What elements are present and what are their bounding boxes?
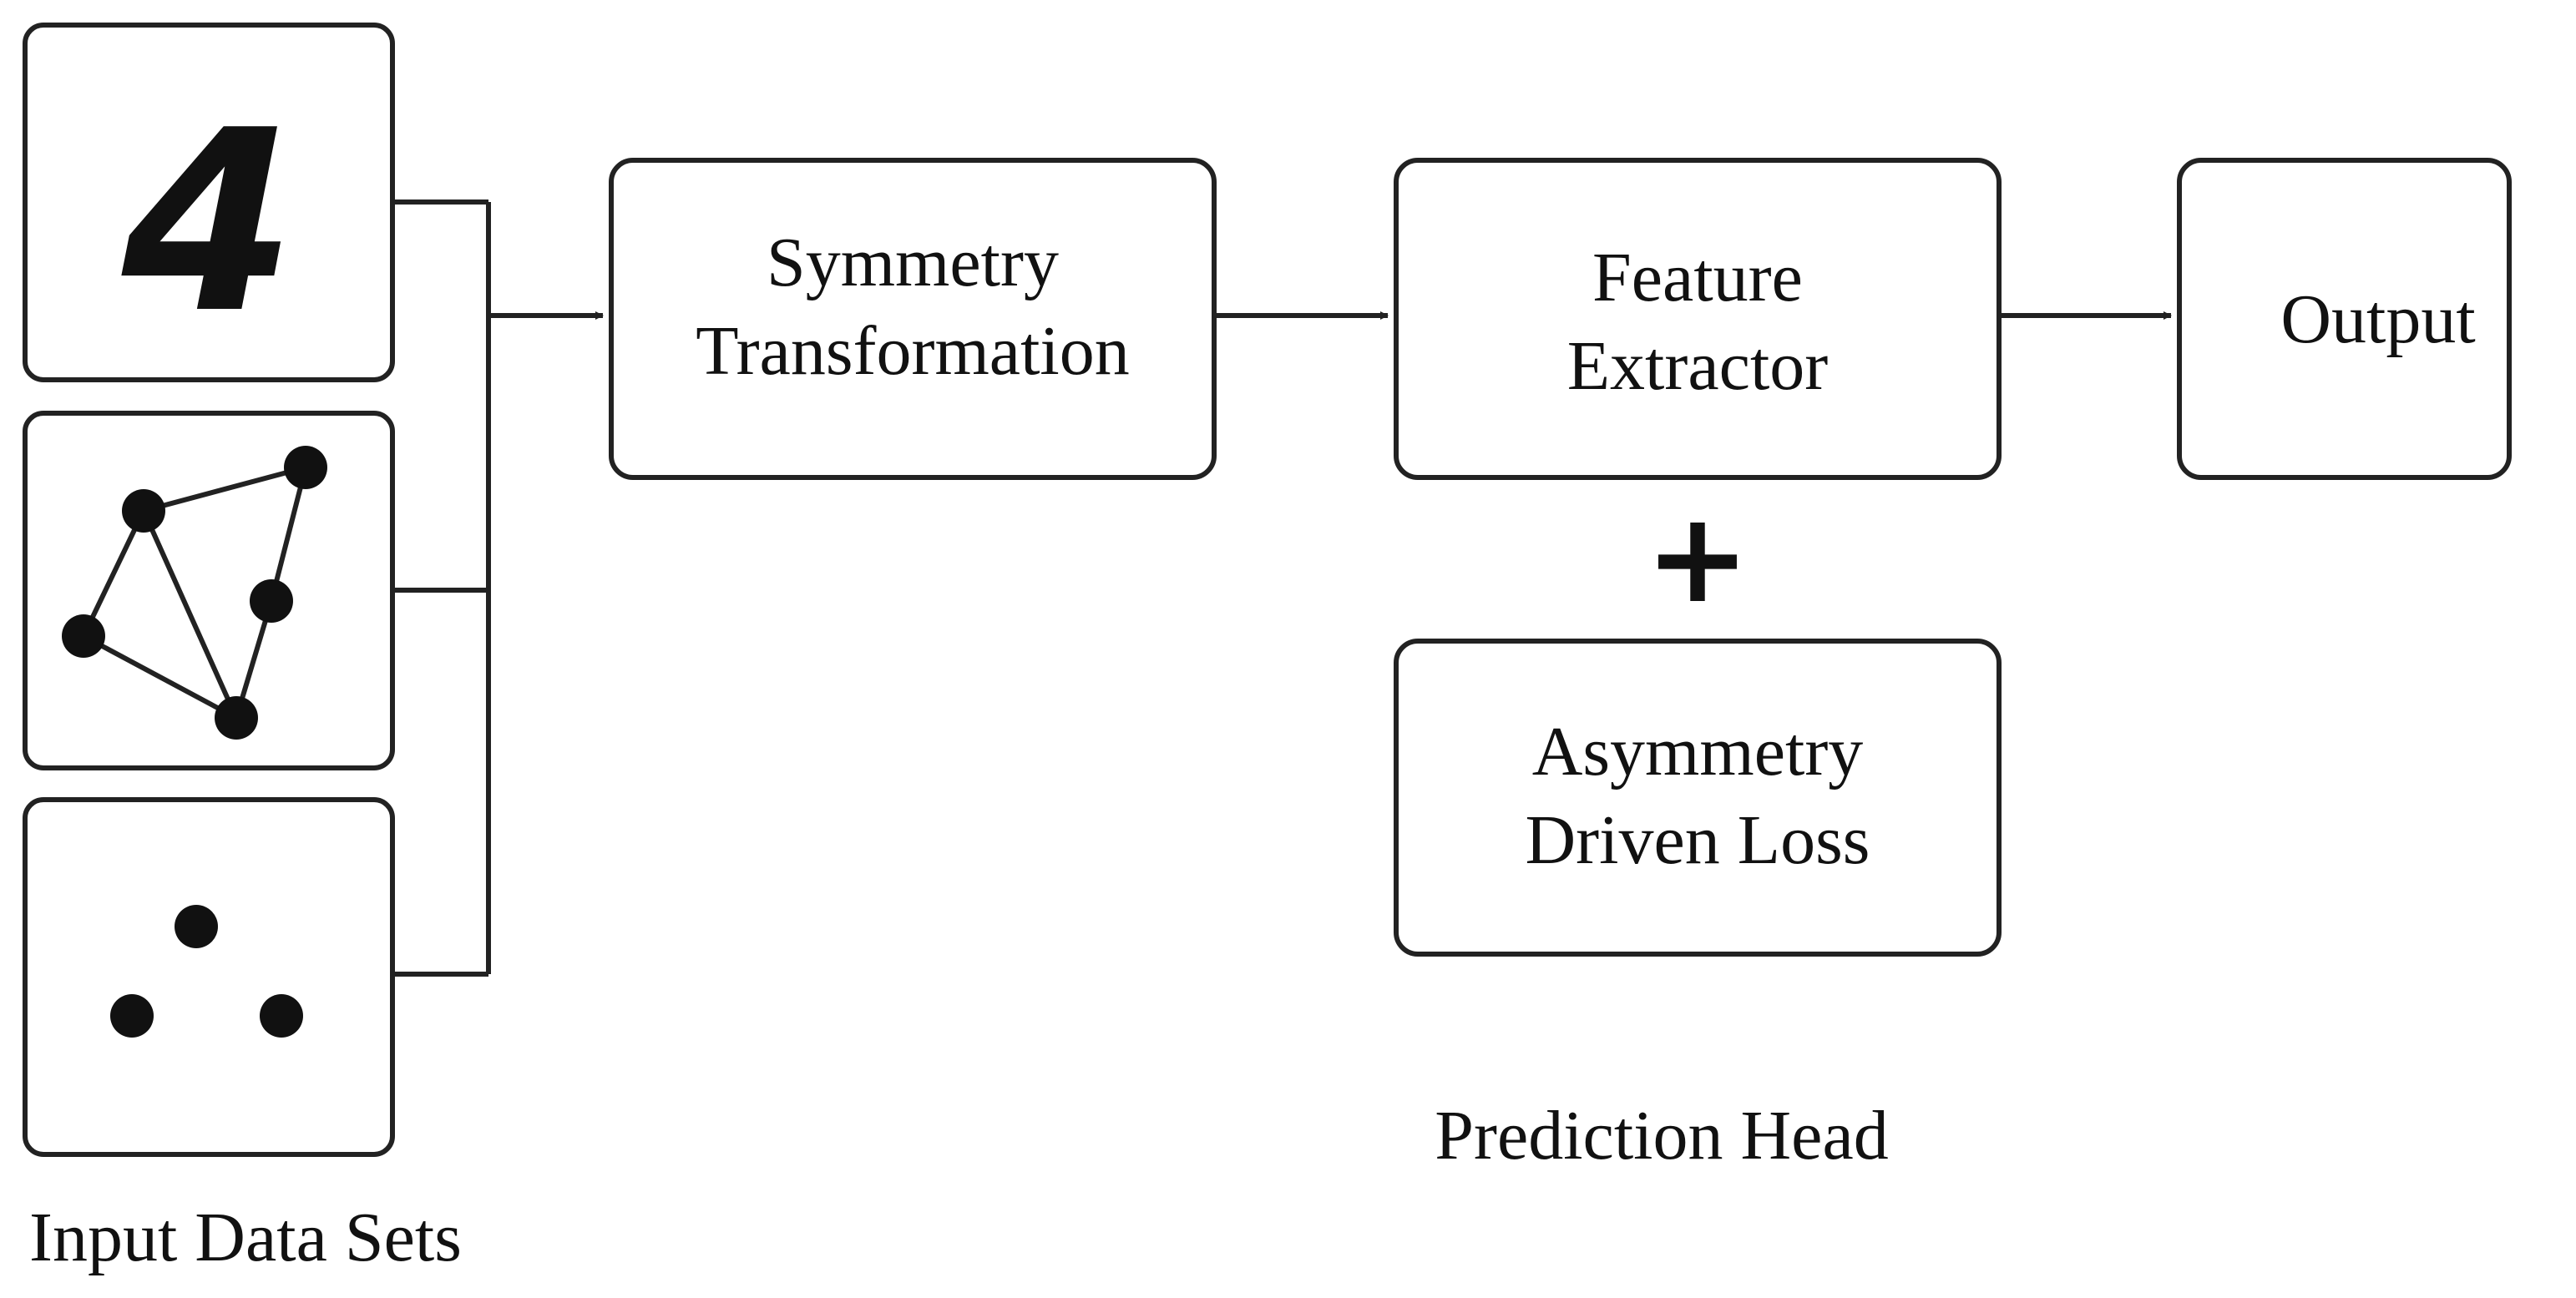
input-panel-digit: 4: [23, 23, 395, 382]
graph-node: [62, 614, 105, 658]
asymmetry-loss-box: Asymmetry Driven Loss: [1394, 639, 2002, 957]
point: [110, 994, 154, 1038]
feature-line2: Extractor: [1567, 327, 1829, 405]
symmetry-transformation-box: Symmetry Transformation: [609, 158, 1217, 480]
feature-extractor-box: Feature Extractor: [1394, 158, 2002, 480]
graph-node: [284, 446, 327, 489]
loss-line1: Asymmetry: [1532, 713, 1864, 790]
graph-nodes: [62, 446, 327, 740]
input-data-sets-caption: Input Data Sets: [29, 1199, 462, 1276]
output-box: Output: [2177, 158, 2512, 480]
symmetry-line2: Transformation: [696, 312, 1130, 390]
plus-symbol: +: [1645, 486, 1750, 631]
input-panel-graph: [23, 411, 395, 770]
graph-node: [215, 696, 258, 740]
feature-line1: Feature: [1592, 239, 1803, 316]
prediction-head-caption: Prediction Head: [1435, 1097, 1889, 1174]
point: [175, 905, 218, 948]
point: [260, 994, 303, 1038]
input-panel-points: [23, 797, 395, 1157]
graph-node: [250, 579, 293, 623]
digit-glyph: 4: [118, 77, 296, 368]
graph-node: [122, 489, 165, 533]
output-label: Output: [2280, 280, 2475, 358]
loss-line2: Driven Loss: [1526, 801, 1870, 879]
symmetry-line1: Symmetry: [767, 224, 1059, 301]
input-bracket: [392, 199, 491, 977]
